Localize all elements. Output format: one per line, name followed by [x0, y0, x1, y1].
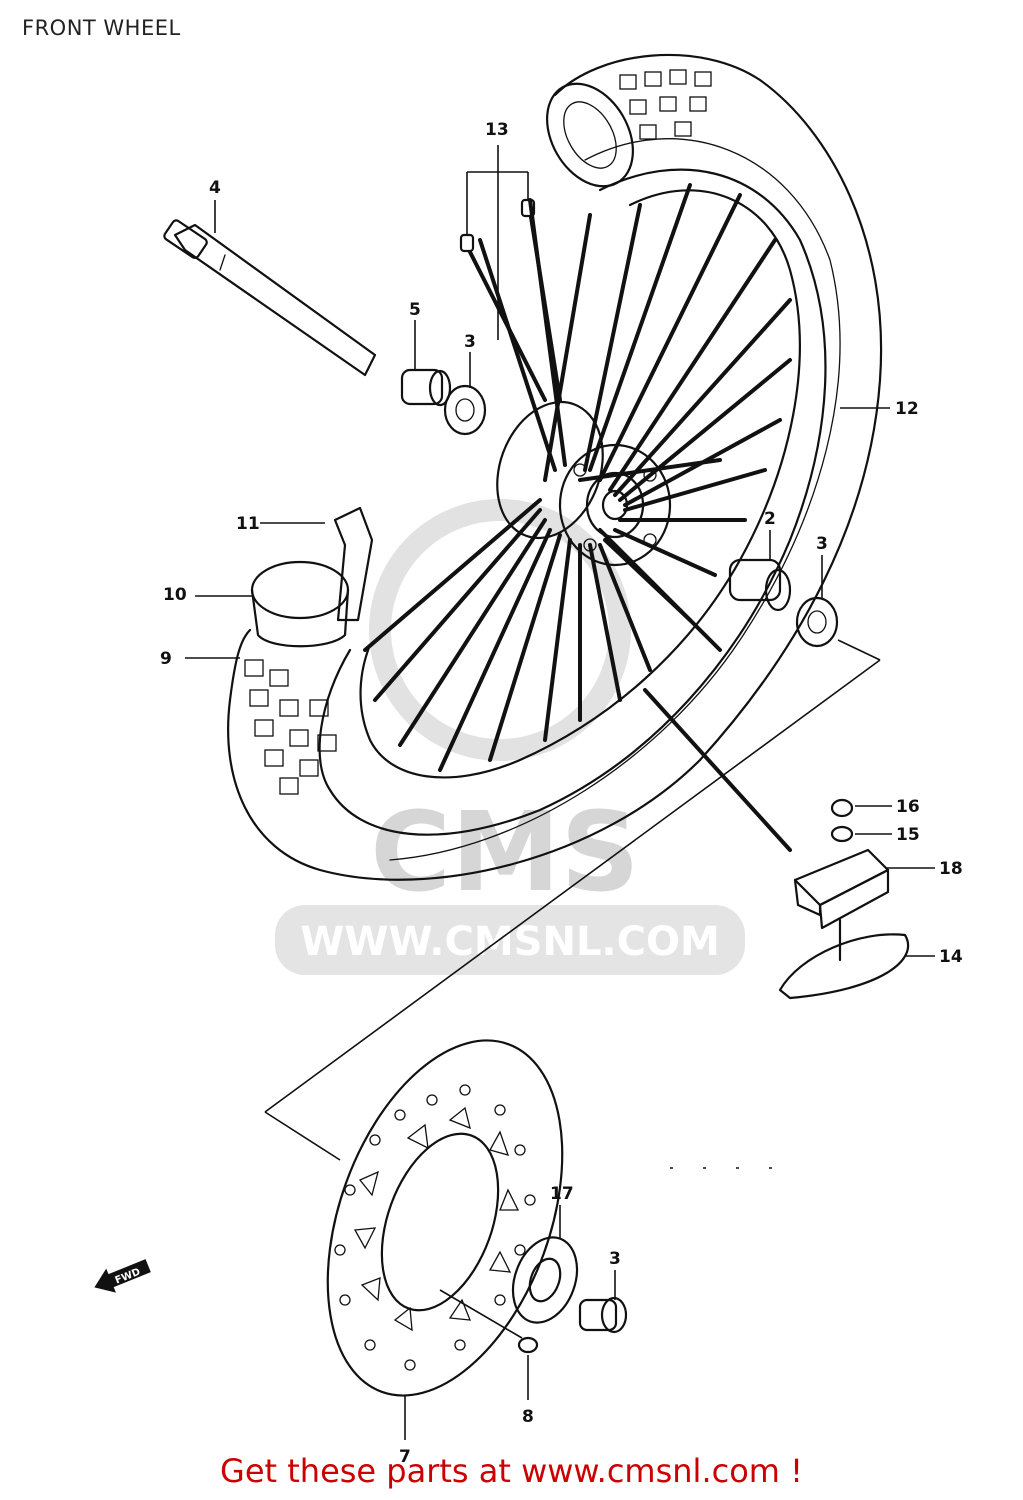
- callout-leaders: [185, 200, 935, 1440]
- callout-7: 7: [399, 1447, 411, 1467]
- brake-disc-holes: [334, 1084, 536, 1371]
- callout-3-left: 3: [464, 332, 476, 352]
- tire-tread-top: [546, 69, 712, 188]
- spacer-right: [728, 558, 792, 612]
- watermark: CMS WWW.CMSNL.COM: [275, 499, 745, 975]
- spoke-nipples: [459, 145, 562, 402]
- callout-4: 4: [209, 178, 221, 198]
- callout-3-right: 3: [816, 534, 828, 554]
- callout-13: 13: [485, 120, 509, 140]
- watermark-ring: [369, 499, 631, 761]
- callout-10: 10: [163, 585, 187, 605]
- tire-tread-left: [244, 659, 337, 795]
- callout-2: 2: [764, 509, 776, 529]
- disc-bolt: [439, 1289, 539, 1354]
- direction-marker: FWD: [94, 1259, 151, 1293]
- callouts: 13 4 5 3 12 11 10 9 2 3 16 15 18 14 17 3…: [160, 120, 963, 1467]
- inner-tube: [250, 506, 374, 648]
- brake-disc: [326, 1039, 564, 1397]
- dust-seal: [511, 1236, 579, 1324]
- callout-8: 8: [522, 1407, 534, 1427]
- bearing-right: [795, 596, 839, 648]
- callout-16: 16: [896, 797, 920, 817]
- rim: [359, 189, 801, 779]
- callout-18: 18: [939, 859, 963, 879]
- axle: [163, 219, 377, 377]
- assembly-guides: [264, 639, 881, 1169]
- bearing-left: [443, 384, 487, 436]
- callout-11: 11: [236, 514, 260, 534]
- watermark-url: WWW.CMSNL.COM: [300, 919, 720, 965]
- callout-9: 9: [160, 649, 172, 669]
- watermark-logo: CMS: [370, 788, 639, 916]
- tire-mid: [389, 138, 841, 861]
- tire-outer: [227, 53, 883, 881]
- get-parts-link[interactable]: Get these parts at www.cmsnl.com !: [220, 1452, 803, 1490]
- callout-17: 17: [550, 1184, 574, 1204]
- spokes: [363, 183, 792, 772]
- callout-5: 5: [409, 300, 421, 320]
- page-title: FRONT WHEEL: [22, 16, 181, 40]
- hub: [496, 400, 672, 567]
- callout-12: 12: [895, 399, 919, 419]
- callout-3-lower: 3: [609, 1249, 621, 1269]
- watermark-banner: [275, 905, 745, 975]
- rim-lock: [643, 688, 910, 1000]
- callout-14: 14: [939, 947, 963, 967]
- tire-inner: [318, 168, 827, 836]
- callout-15: 15: [896, 825, 920, 845]
- tire: [227, 53, 883, 881]
- spacer: [400, 368, 452, 407]
- bearing-lower: [578, 1296, 628, 1334]
